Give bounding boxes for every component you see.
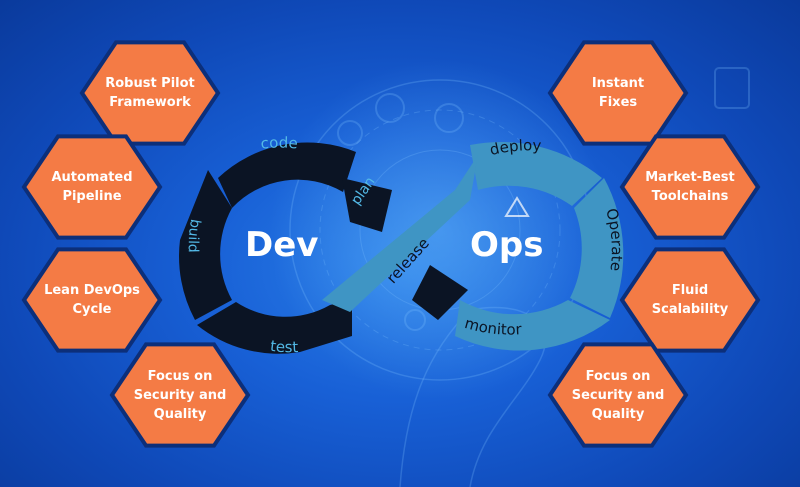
background-glow	[270, 60, 610, 400]
background-ring-middle	[319, 109, 561, 351]
left-hexagon-1	[79, 40, 221, 146]
loop-label-code: code	[260, 134, 299, 153]
dev-loop-build-segment	[179, 170, 232, 320]
warning-icon	[504, 196, 530, 217]
ops-loop-deploy-segment	[470, 141, 602, 206]
dev-loop-test-segment	[197, 300, 352, 354]
document-icon	[714, 67, 750, 109]
ops-loop-monitor-segment	[455, 300, 610, 351]
loop-label-deploy: deploy	[488, 136, 542, 159]
dev-loop-plan-segment	[342, 178, 392, 232]
team-icon	[375, 93, 405, 123]
left-hexagon-2	[21, 134, 163, 240]
dev-loop-arrow	[412, 265, 468, 320]
center-text-ops: Ops	[470, 225, 543, 265]
ops-loop-release-segment	[322, 155, 478, 312]
loop-label-test: test	[269, 337, 299, 356]
chart-icon	[337, 120, 363, 146]
laptop-icon	[434, 103, 464, 133]
hexagon-group	[21, 40, 761, 448]
dev-loop-code-segment	[218, 142, 356, 208]
gear-icon	[404, 309, 426, 331]
center-text-dev: Dev	[245, 225, 318, 265]
right-hexagon-2	[619, 134, 761, 240]
left-hexagon-4	[109, 342, 251, 448]
hand-outline	[399, 306, 546, 487]
right-hexagon-4	[547, 342, 689, 448]
right-hexagon-3	[619, 247, 761, 353]
ops-loop-operate-segment	[570, 178, 624, 318]
ops-loop	[322, 141, 624, 351]
dev-loop	[179, 142, 468, 354]
loop-label-build: build	[185, 218, 204, 253]
left-hexagon-3	[21, 247, 163, 353]
